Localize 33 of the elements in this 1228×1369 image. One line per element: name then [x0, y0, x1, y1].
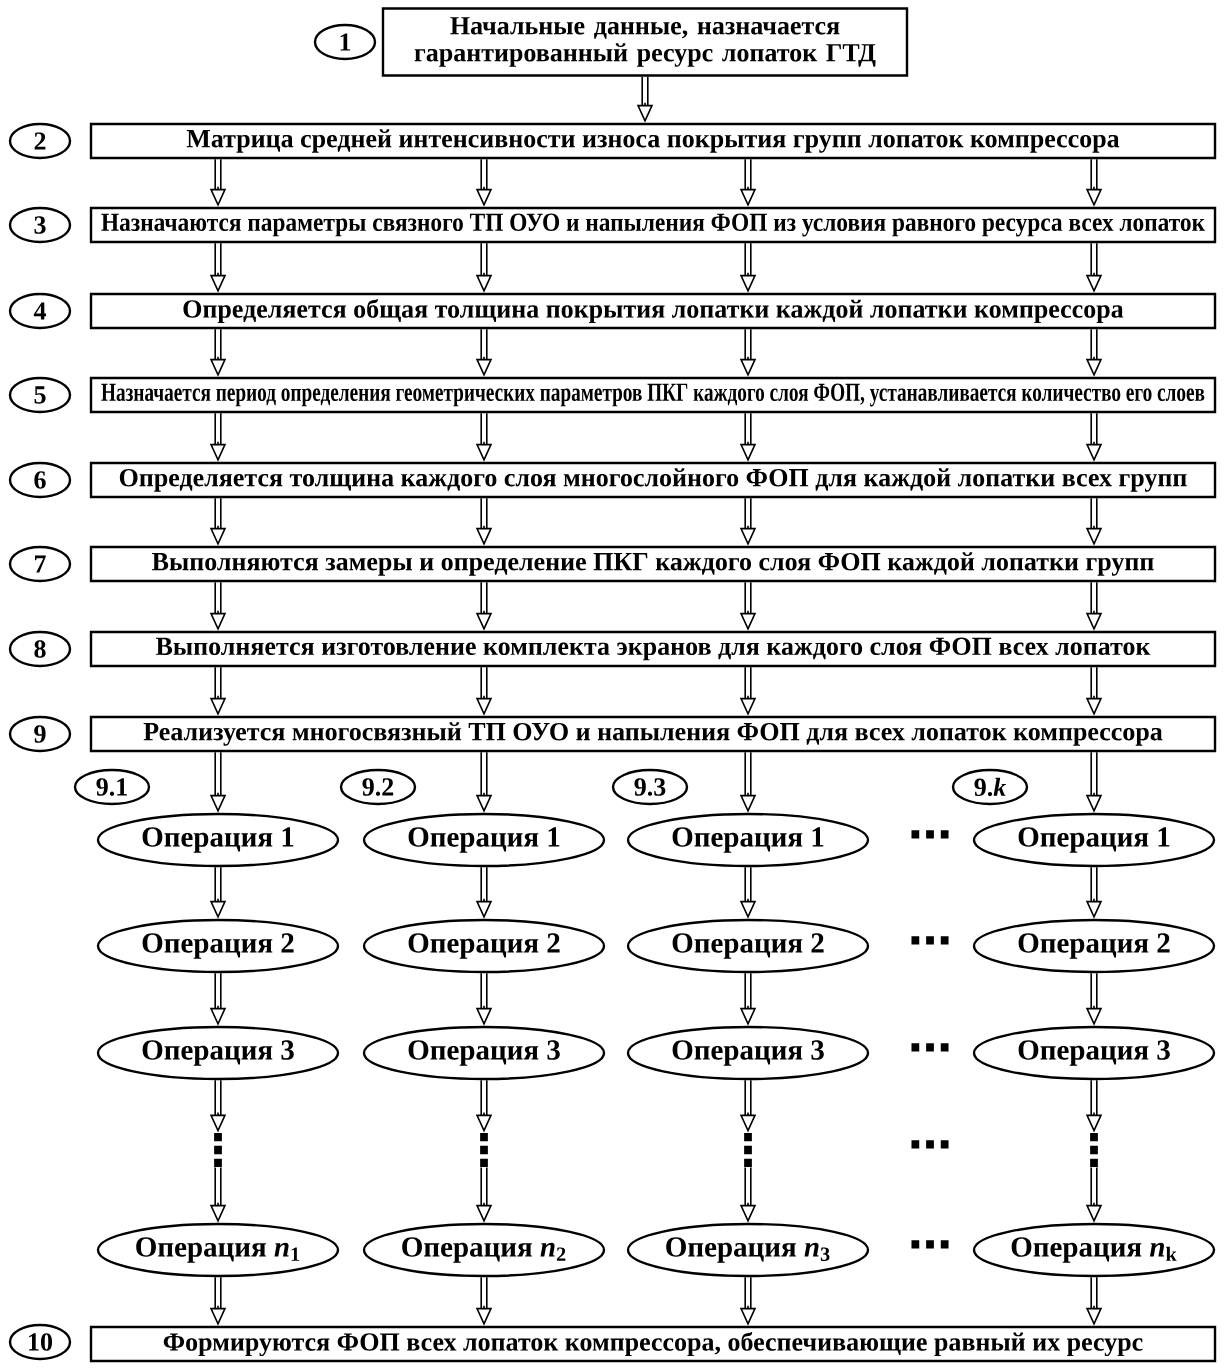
step-number: 5	[8, 376, 72, 414]
step-number: 3	[8, 206, 72, 244]
branch-number: 9.k	[951, 768, 1029, 806]
branch-number: 9.3	[611, 768, 689, 806]
branch-number: 9.1	[73, 768, 151, 806]
process-box: Формируются ФОП всех лопаток компрессора, обеспечивающие равный их ресурс	[89, 1325, 1217, 1363]
ellipsis: ⋯	[911, 1043, 949, 1052]
ellipsis: ⋯	[911, 1240, 949, 1249]
step-number: 10	[8, 1323, 72, 1361]
process-box: Реализуется многосвязный ТП ОУО и напыления ФОП для всех лопаток компрессора	[89, 715, 1217, 753]
vertical-ellipsis: ⋮	[1090, 1132, 1098, 1168]
step-number: 1	[313, 23, 377, 61]
ellipsis: ⋯	[911, 830, 949, 839]
branch-number: 9.2	[339, 768, 417, 806]
process-box: Начальные данные, назначается гарантированный ресурс лопаток ГТД	[381, 7, 909, 77]
process-box: Выполняется изготовление комплекта экранов для каждого слоя ФОП всех лопаток	[89, 630, 1217, 668]
process-box: Назначается период определения геометрических параметров ПКГ каждого слоя ФОП, устанавливается количество его слоев	[89, 376, 1217, 414]
ellipsis: ⋯	[911, 1140, 949, 1149]
step-number: 6	[8, 461, 72, 499]
process-box: Назначаются параметры связного ТП ОУО и напыления ФОП из условия равного ресурса всех лопаток	[89, 206, 1217, 244]
process-box: Выполняются замеры и определение ПКГ каждого слоя ФОП каждой лопатки групп	[89, 545, 1217, 583]
vertical-ellipsis: ⋮	[744, 1132, 752, 1168]
ellipsis: ⋯	[911, 936, 949, 945]
step-number: 4	[8, 292, 72, 330]
step-number: 7	[8, 545, 72, 583]
process-box: Определяется общая толщина покрытия лопатки каждой лопатки компрессора	[89, 292, 1217, 330]
vertical-ellipsis: ⋮	[480, 1132, 488, 1168]
step-number: 2	[8, 122, 72, 160]
step-number: 8	[8, 630, 72, 668]
step-number: 9	[8, 715, 72, 753]
process-box: Матрица средней интенсивности износа покрытия групп лопаток компрессора	[89, 122, 1217, 160]
vertical-ellipsis: ⋮	[214, 1132, 222, 1168]
process-box: Определяется толщина каждого слоя многослойного ФОП для каждой лопатки всех групп	[89, 461, 1217, 499]
